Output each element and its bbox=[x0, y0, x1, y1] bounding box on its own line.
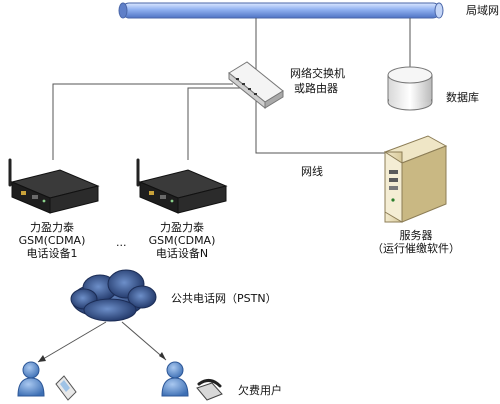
device-n-icon bbox=[136, 158, 228, 214]
arrow-head-left bbox=[38, 355, 46, 362]
arrow-line-right bbox=[121, 321, 167, 361]
database-label: 数据库 bbox=[446, 91, 479, 104]
lan-label: 局域网 bbox=[466, 4, 499, 17]
user-icon-left bbox=[17, 361, 45, 397]
desk-phone-icon bbox=[196, 379, 223, 401]
mobile-phone-icon bbox=[55, 375, 77, 401]
deviceN-label-line2: GSM(CDMA) bbox=[148, 234, 216, 247]
device1-label-line3: 电话设备1 bbox=[26, 247, 78, 260]
server-label-line2: （运行催缴软件） bbox=[372, 242, 460, 255]
users-label: 欠费用户 bbox=[238, 384, 282, 397]
switch-icon bbox=[228, 61, 284, 110]
cable-label: 网线 bbox=[301, 165, 323, 178]
deviceN-label-line3: 电话设备N bbox=[155, 247, 209, 260]
database-icon bbox=[387, 66, 433, 111]
device1-label-line1: 力盈力泰 bbox=[30, 221, 74, 234]
user-icon-right bbox=[161, 361, 189, 397]
pstn-label: 公共电话网（PSTN） bbox=[171, 292, 277, 305]
switch-label-line1: 网络交换机 bbox=[290, 67, 345, 80]
device-1-icon bbox=[8, 158, 100, 214]
devices-ellipsis: ... bbox=[116, 236, 127, 249]
lan-bus bbox=[118, 2, 444, 19]
switch-label-line2: 或路由器 bbox=[294, 82, 338, 95]
cloud-icon bbox=[70, 269, 157, 322]
deviceN-label-line1: 力盈力泰 bbox=[160, 221, 204, 234]
server-label-line1: 服务器 bbox=[399, 229, 433, 242]
device1-label-line2: GSM(CDMA) bbox=[18, 234, 86, 247]
cable-switch-to-device1 bbox=[52, 83, 233, 160]
arrow-line-left bbox=[37, 321, 107, 363]
cable-switch-to-server bbox=[255, 92, 385, 154]
arrow-head-right bbox=[159, 352, 166, 360]
server-icon bbox=[383, 135, 448, 223]
cable-switch-to-deviceN bbox=[187, 87, 243, 160]
network-cables bbox=[37, 18, 411, 363]
